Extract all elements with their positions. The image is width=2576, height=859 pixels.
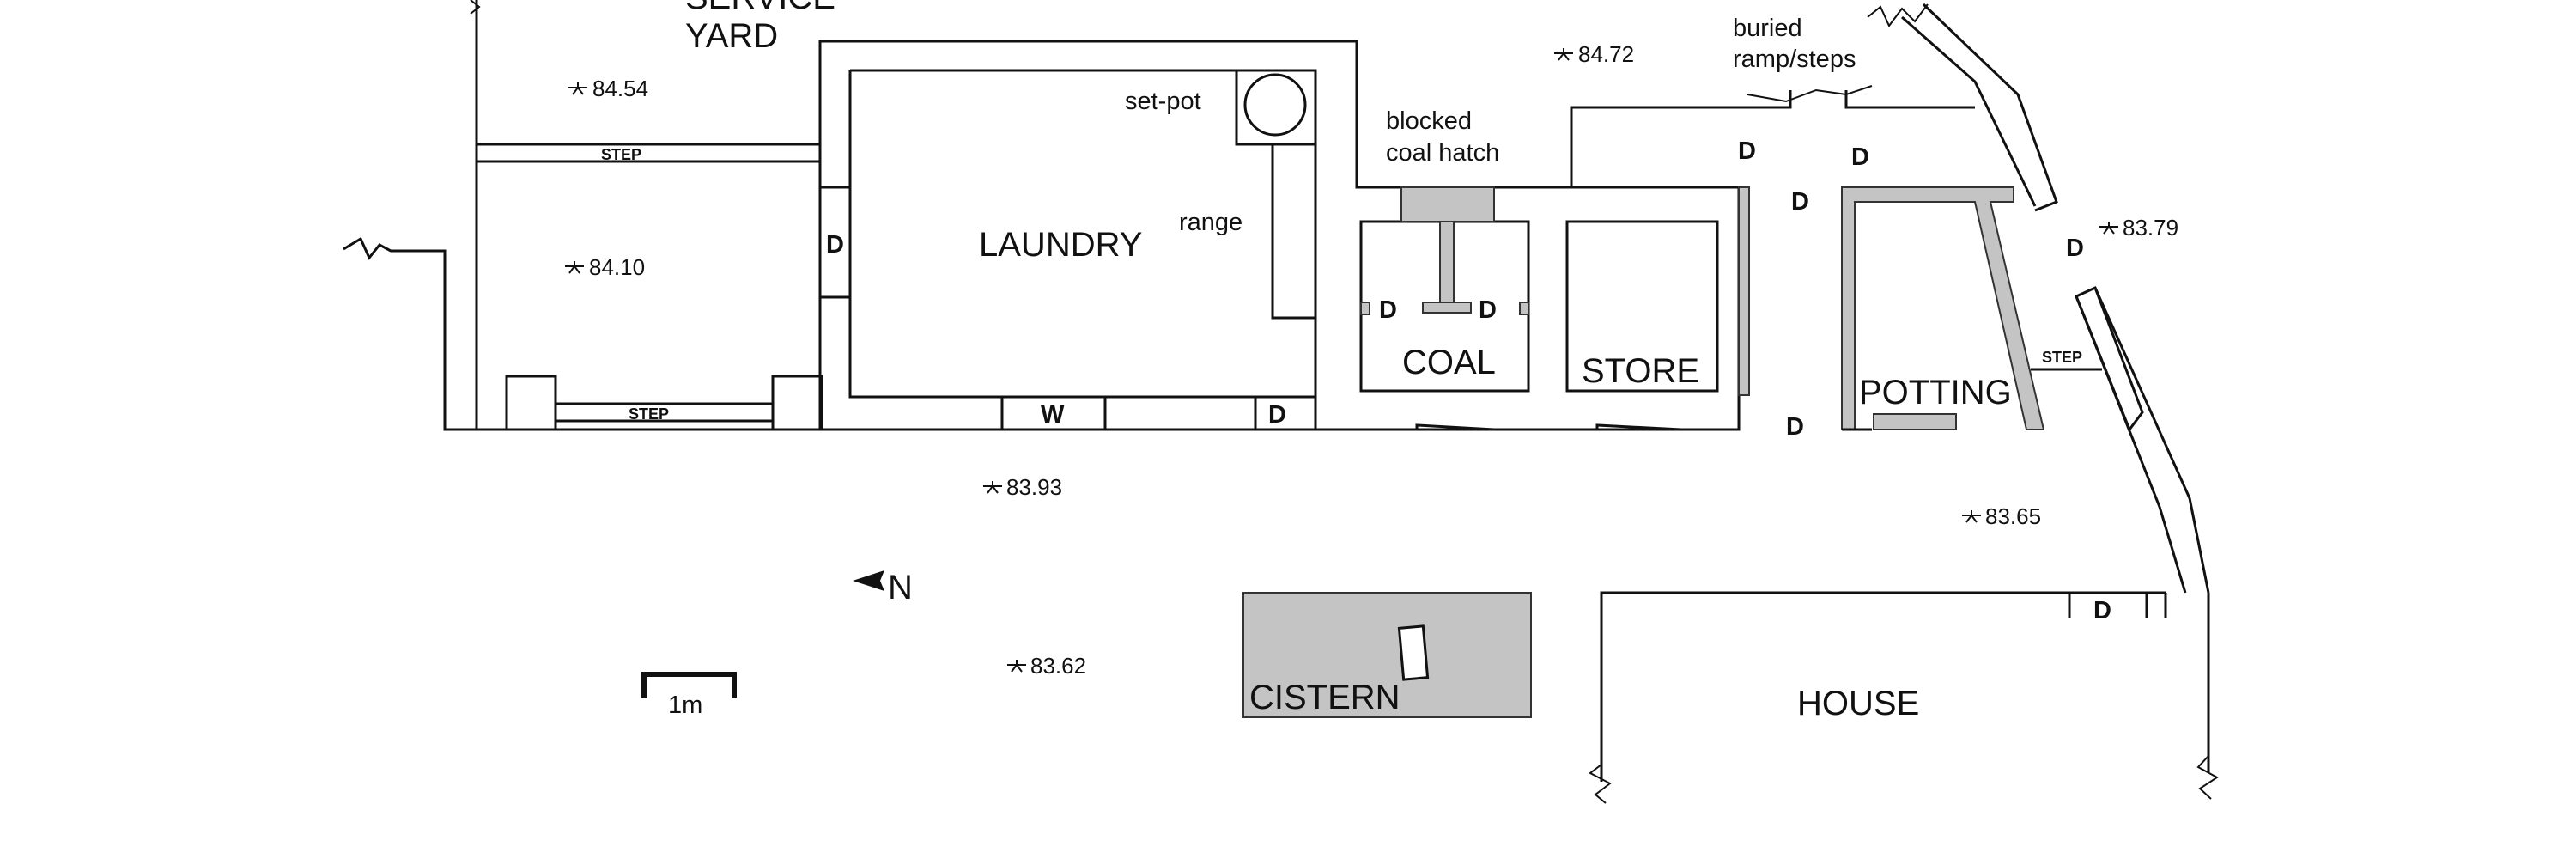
pier-right	[771, 375, 823, 431]
room-label-cistern: CISTERN	[1249, 679, 1400, 716]
cistern-tank	[1242, 592, 1532, 718]
cistern-hatch	[1397, 624, 1430, 681]
level-label: 83.79	[2123, 215, 2178, 241]
level-label: 83.65	[1985, 503, 2041, 529]
level-marker-icon	[1554, 48, 1573, 61]
cistern	[1242, 592, 1532, 718]
step-label: STEP	[629, 405, 669, 423]
level-label: 83.93	[1006, 474, 1062, 500]
level-label: 84.72	[1578, 41, 1634, 67]
level-marker-icon	[1962, 510, 1981, 523]
pier-left	[505, 375, 557, 431]
door-marker: D	[1479, 296, 1497, 324]
level-marker-icon	[983, 481, 1002, 494]
house-walls	[1589, 591, 2219, 804]
laundry-window	[1000, 395, 1107, 431]
step-label: STEP	[601, 146, 641, 163]
door-marker: D	[1851, 143, 1869, 171]
set-pot-icon	[1243, 73, 1307, 137]
door-marker: D	[1738, 137, 1756, 165]
blocked-hatch	[1400, 186, 1495, 222]
step-label: STEP	[2042, 349, 2082, 366]
room-label-laundry: LAUNDRY	[979, 226, 1142, 264]
level-marker-icon	[565, 261, 584, 274]
note-range: range	[1179, 209, 1242, 236]
laundry-door	[818, 186, 852, 299]
level-marker-icon	[568, 82, 587, 95]
store-door-leaf	[1738, 186, 1750, 396]
note-ramp-steps: ramp/steps	[1733, 46, 1856, 73]
potting-shed	[1841, 186, 2210, 594]
window-marker: W	[1041, 401, 1065, 429]
north-label: N	[888, 569, 913, 606]
door-marker: D	[2066, 235, 2084, 262]
level-marker-icon	[1007, 660, 1026, 673]
door-marker: D	[2093, 597, 2111, 624]
door-marker: D	[826, 231, 844, 259]
level-label: 83.62	[1030, 653, 1086, 679]
scale-label: 1m	[668, 691, 702, 719]
laundry-door-south	[1254, 395, 1317, 431]
room-label-store: STORE	[1582, 352, 1699, 390]
lower-step	[554, 402, 775, 423]
room-label-service: SERVICE	[685, 0, 835, 16]
scale-bar: 1m	[641, 672, 737, 719]
laundry-block	[818, 40, 1750, 431]
upper-step	[475, 143, 822, 163]
coal-divider	[1439, 221, 1455, 308]
note-buried: buried	[1733, 15, 1802, 42]
level-label: 84.54	[592, 76, 648, 101]
room-label-potting: POTTING	[1859, 374, 2012, 411]
north-walls	[1570, 3, 2058, 212]
note-blocked: blocked	[1386, 107, 1472, 135]
north-arrow-icon	[853, 570, 884, 591]
north-arrow: N	[853, 569, 913, 606]
set-pot-base	[1235, 69, 1317, 146]
note-coal-hatch: coal hatch	[1386, 139, 1499, 167]
room-label-coal: COAL	[1402, 344, 1496, 381]
room-label-yard: YARD	[685, 17, 778, 55]
coal-divider-foot	[1422, 302, 1472, 314]
service-yard-walls	[343, 0, 823, 431]
door-marker: D	[1791, 188, 1809, 216]
level-label: 84.10	[589, 254, 645, 280]
door-marker: D	[1786, 413, 1804, 441]
note-set-pot: set-pot	[1125, 88, 1201, 115]
room-label-house: HOUSE	[1797, 685, 1919, 722]
door-marker: D	[1379, 296, 1397, 324]
level-marker-icon	[2099, 222, 2118, 235]
level-markers	[565, 48, 2118, 673]
door-marker: D	[1268, 401, 1286, 429]
